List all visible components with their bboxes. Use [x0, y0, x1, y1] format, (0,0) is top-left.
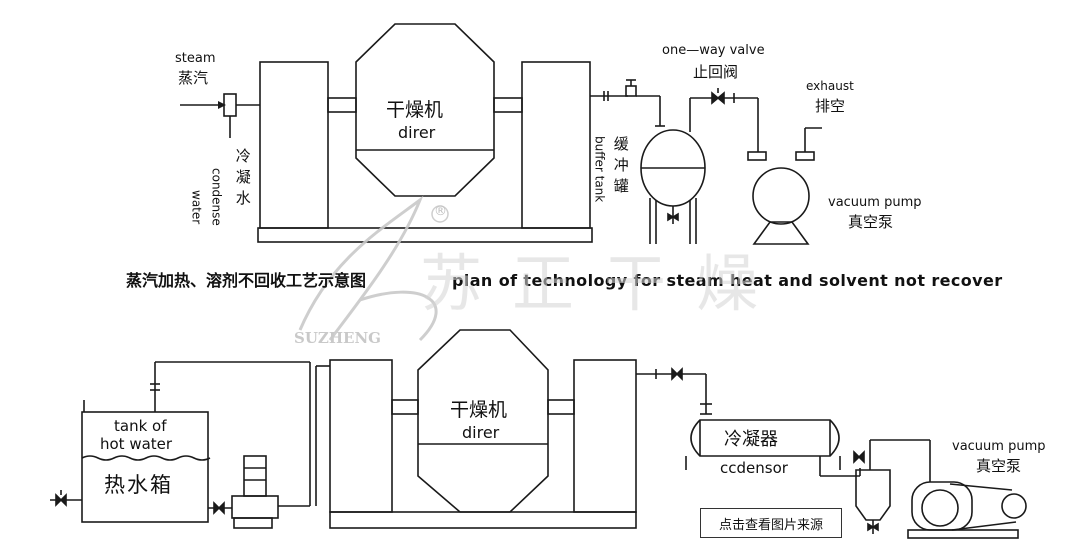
- top-left-support: [259, 61, 329, 229]
- tank-label-en-1: tank of: [114, 417, 167, 435]
- top-pipe-to-pump: [689, 88, 759, 152]
- buffer-tank: [640, 129, 706, 244]
- bottom-pipe-to-condenser: [636, 367, 712, 415]
- exhaust-label-en: exhaust: [806, 79, 854, 93]
- bottom-inlet-valve: [50, 490, 82, 507]
- condense-label-en-2: water: [189, 190, 204, 225]
- watermark-chars: 苏正干燥: [420, 247, 789, 320]
- bottom-vacuum-pump: [907, 481, 1027, 539]
- receiver-vessel: [855, 469, 891, 521]
- bottom-return-pipe: [150, 361, 330, 506]
- top-right-shaft: [493, 97, 523, 113]
- caption-zh: 蒸汽加热、溶剂不回收工艺示意图: [126, 271, 367, 290]
- bottom-pipe-to-pump: [820, 439, 931, 534]
- caption-en: plan of technology for steam heat and so…: [452, 271, 1003, 290]
- valve-label-en: one—way valve: [662, 43, 765, 58]
- exhaust-label-zh: 排空: [815, 97, 846, 115]
- top-dryer-assembly: [223, 23, 593, 243]
- top-pipe-to-buffer: [590, 79, 665, 127]
- condense-label-zh: 冷凝水: [233, 148, 252, 211]
- tank-label-en-2: hot water: [100, 435, 173, 453]
- condenser: [685, 419, 841, 476]
- bottom-left-support: [329, 359, 393, 513]
- buffer-label-en: buffer tank: [592, 136, 607, 203]
- top-pump-label-zh: 真空泵: [848, 213, 894, 231]
- bottom-dryer-base: [329, 511, 637, 529]
- hot-water-tank: [81, 400, 211, 523]
- top-dryer-vessel: [355, 23, 495, 197]
- top-right-support: [521, 61, 591, 229]
- top-left-shaft: [327, 97, 357, 113]
- circulation-pump: [208, 455, 310, 529]
- watermark-brand: SUZHENG: [294, 329, 381, 347]
- top-dryer-label-en: direr: [398, 123, 436, 142]
- valve-label-zh: 止回阀: [693, 63, 739, 81]
- steam-label-en: steam: [175, 51, 216, 66]
- bottom-pump-label-en: vacuum pump: [952, 439, 1046, 454]
- bottom-dryer-vessel: [417, 329, 549, 513]
- condense-label-en-1: condense: [209, 168, 224, 226]
- condenser-label-zh: 冷凝器: [724, 429, 778, 450]
- watermark: [298, 195, 449, 342]
- top-dryer-base: [257, 227, 593, 243]
- bottom-right-support: [573, 359, 637, 513]
- bottom-dryer-label-en: direr: [462, 423, 500, 442]
- steam-label-zh: 蒸汽: [178, 69, 209, 87]
- top-dryer-label-zh: 干燥机: [386, 99, 444, 121]
- condenser-label-en: ccdensor: [720, 459, 788, 477]
- top-pump-label-en: vacuum pump: [828, 195, 922, 210]
- buffer-label-zh: 缓冲罐: [611, 136, 630, 199]
- watermark-registered: ®: [434, 204, 447, 219]
- tank-label-zh: 热水箱: [104, 473, 173, 497]
- bottom-pump-label-zh: 真空泵: [976, 457, 1022, 475]
- top-vacuum-pump: [747, 127, 822, 245]
- bottom-dryer-assembly: [329, 329, 637, 529]
- bottom-dryer-label-zh: 干燥机: [450, 399, 508, 421]
- view-image-source-button[interactable]: 点击查看图片来源: [700, 508, 842, 538]
